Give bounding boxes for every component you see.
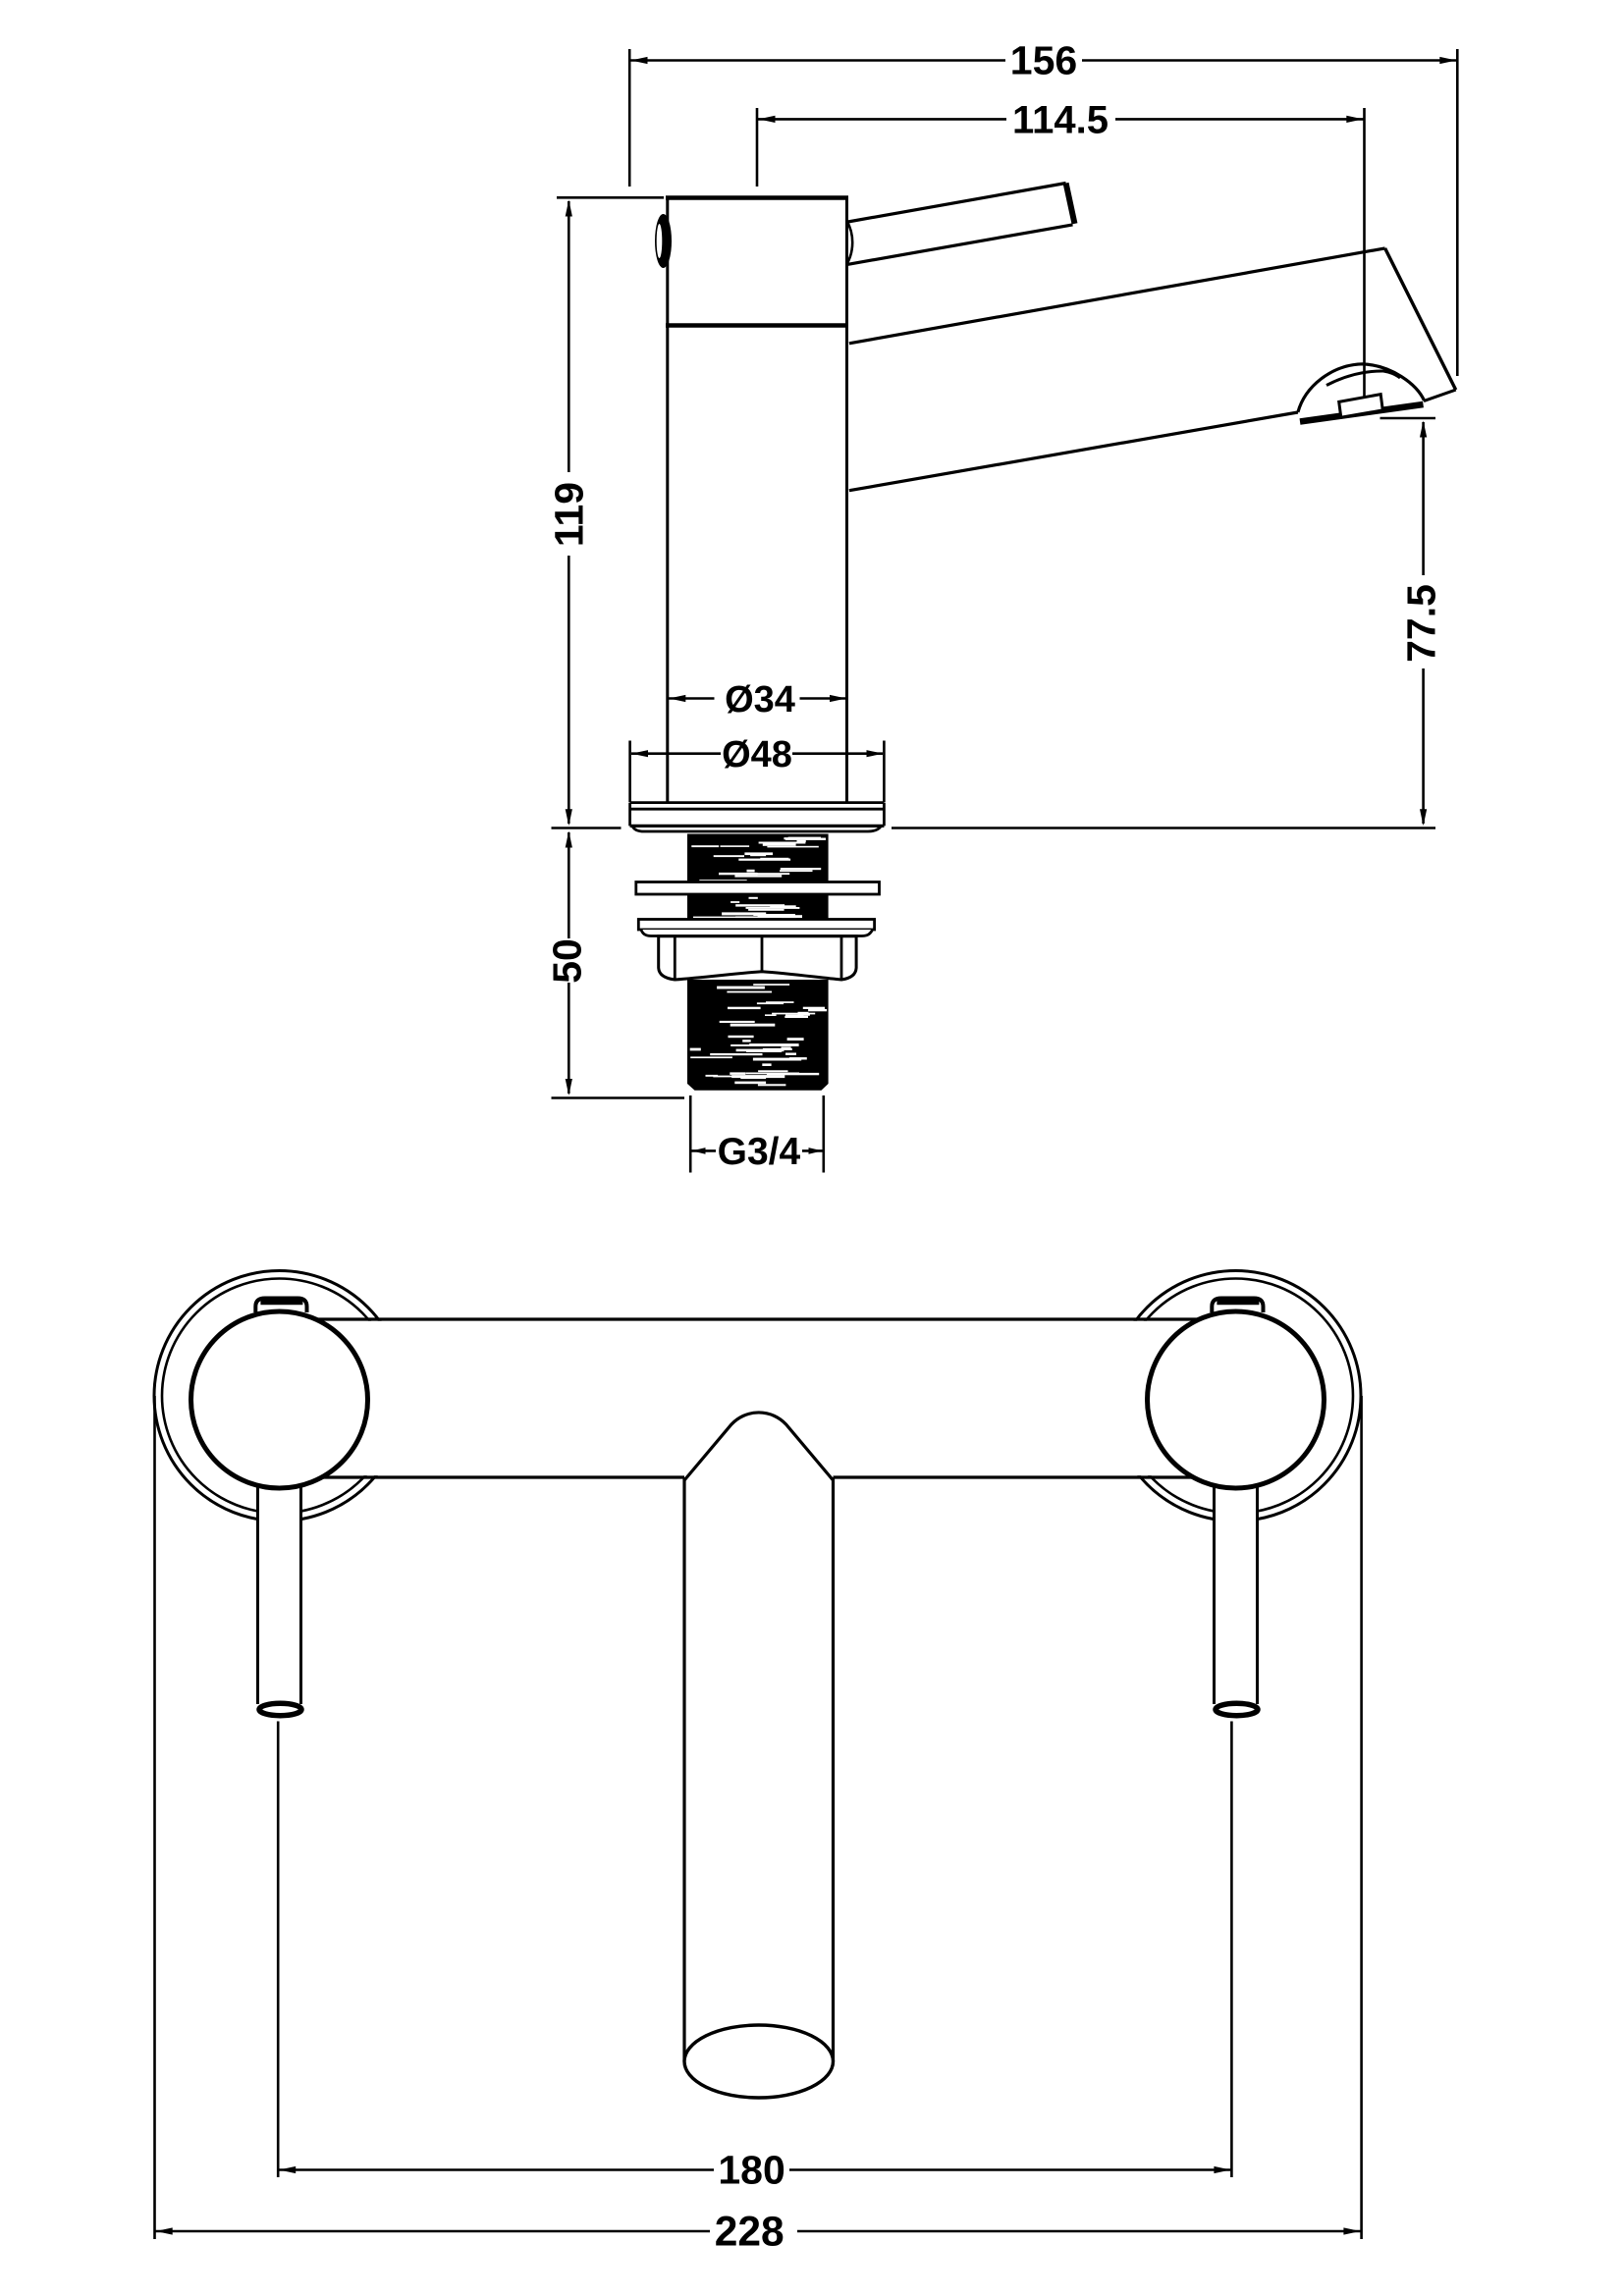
svg-text:Ø34: Ø34: [725, 679, 795, 721]
svg-text:180: 180: [718, 2148, 784, 2193]
svg-text:114.5: 114.5: [1012, 99, 1109, 142]
svg-text:228: 228: [715, 2210, 784, 2256]
svg-text:119: 119: [547, 482, 592, 547]
svg-text:Ø48: Ø48: [722, 734, 792, 775]
svg-text:G3/4: G3/4: [718, 1131, 801, 1173]
svg-text:156: 156: [1010, 38, 1077, 83]
svg-text:77.5: 77.5: [1399, 584, 1444, 663]
svg-text:50: 50: [545, 938, 590, 984]
